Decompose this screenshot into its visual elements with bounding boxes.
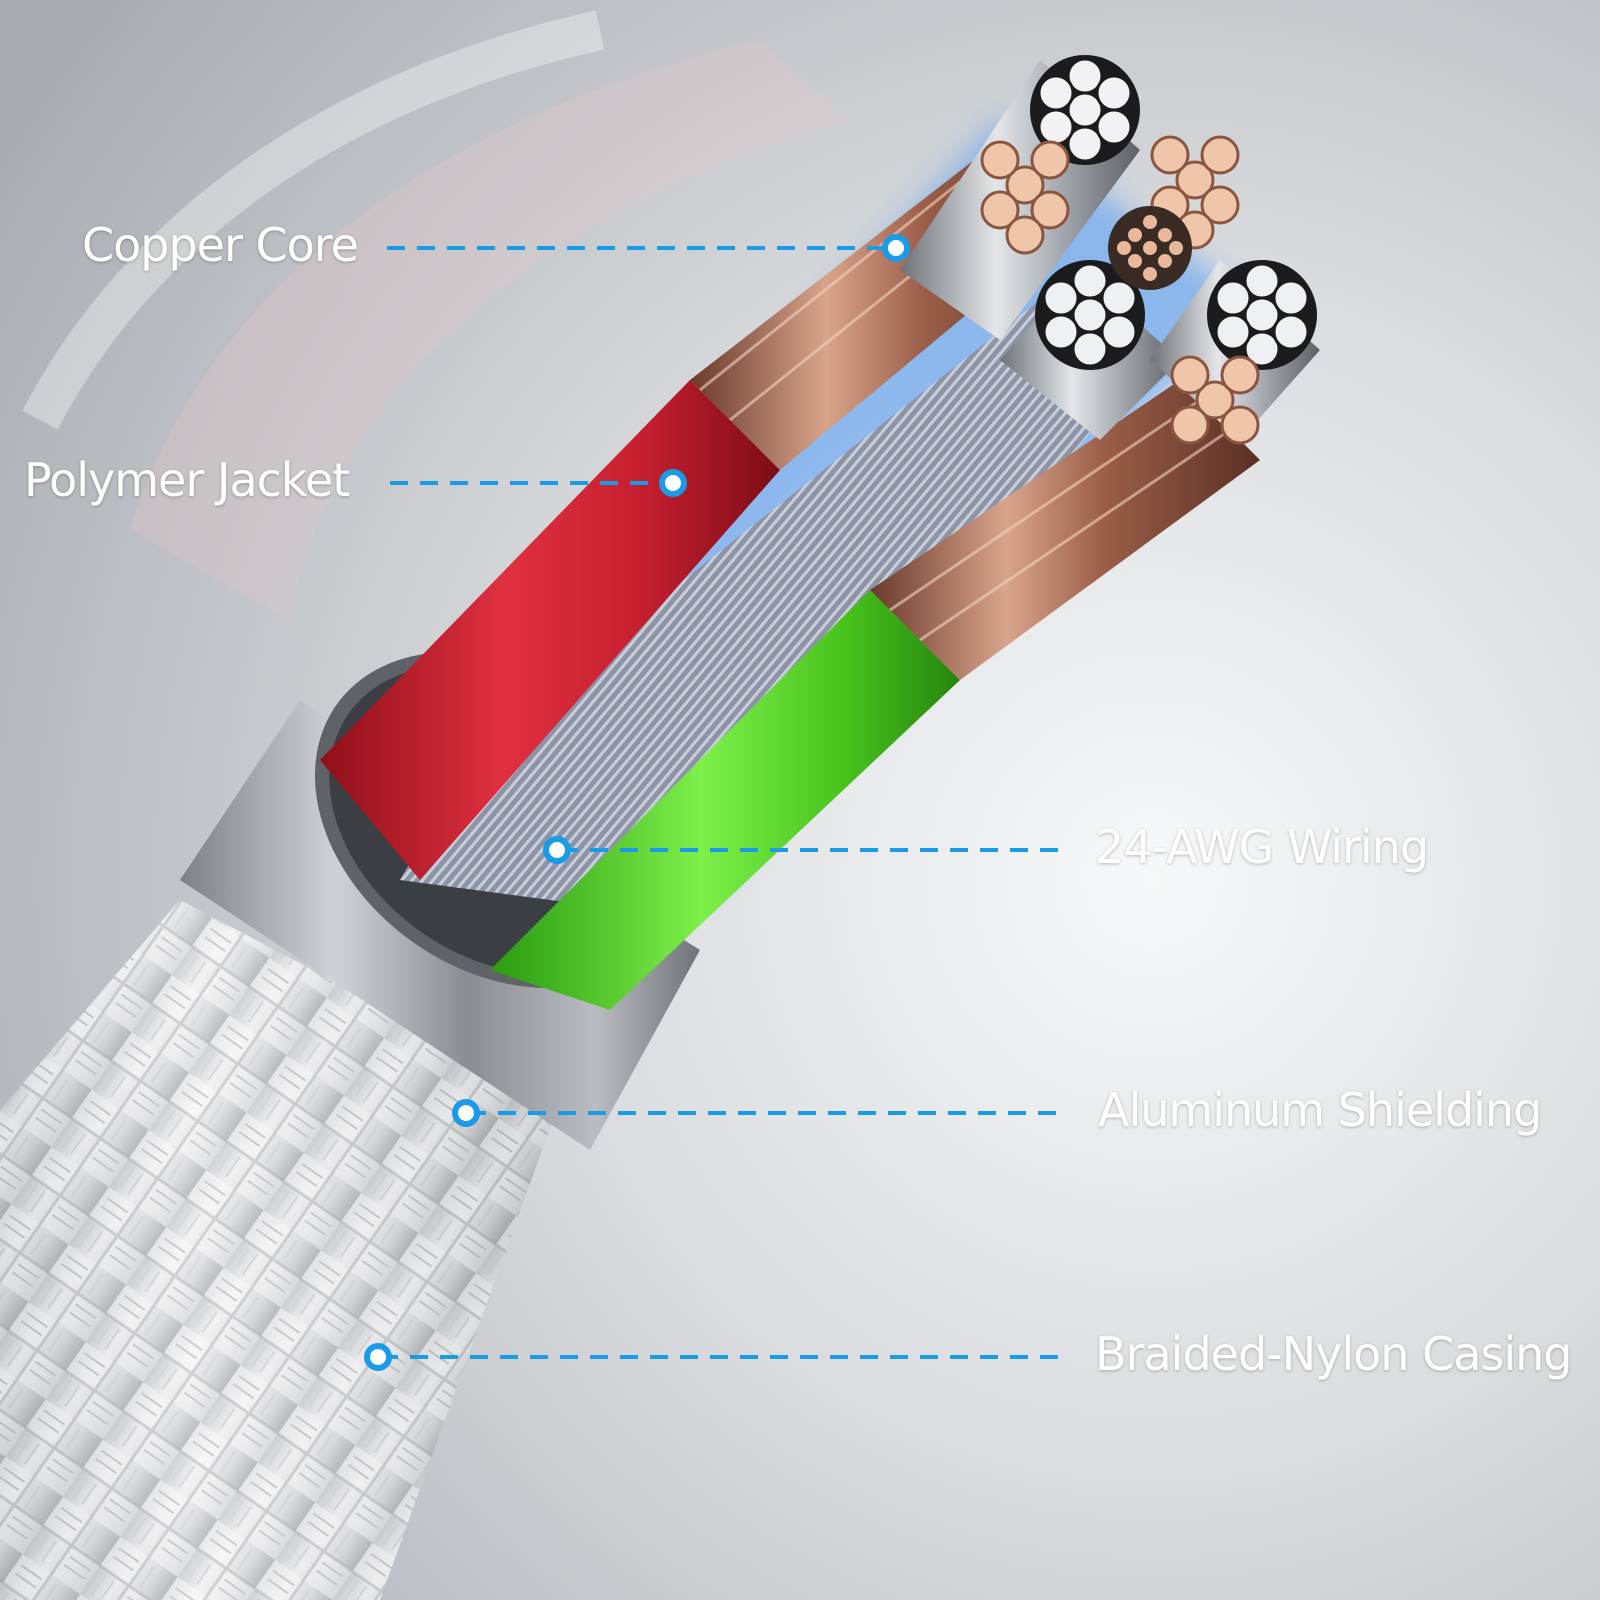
callout-dot-copper-core bbox=[882, 234, 910, 262]
callout-label-copper-core: Copper Core bbox=[82, 218, 359, 272]
callout-dot-aluminum-shielding bbox=[452, 1099, 480, 1127]
callout-lines bbox=[380, 246, 1068, 1359]
green-jacket-wire bbox=[490, 380, 1260, 1010]
callout-dot-polymer-jacket bbox=[659, 469, 687, 497]
callout-label-awg-wiring: 24-AWG Wiring bbox=[1095, 820, 1429, 874]
callout-dots bbox=[364, 234, 910, 1371]
strand-bundle-shape bbox=[400, 300, 1140, 920]
braided-casing-shape bbox=[0, 900, 560, 1600]
callout-dot-awg-wiring bbox=[543, 836, 571, 864]
callout-label-polymer-jacket: Polymer Jacket bbox=[24, 453, 350, 507]
callout-dot-braided-nylon-casing bbox=[364, 1343, 392, 1371]
conductor-end-faces bbox=[980, 55, 1317, 445]
callout-label-aluminum-shielding: Aluminum Shielding bbox=[1098, 1083, 1542, 1137]
callout-label-braided-nylon-casing: Braided-Nylon Casing bbox=[1095, 1327, 1572, 1381]
